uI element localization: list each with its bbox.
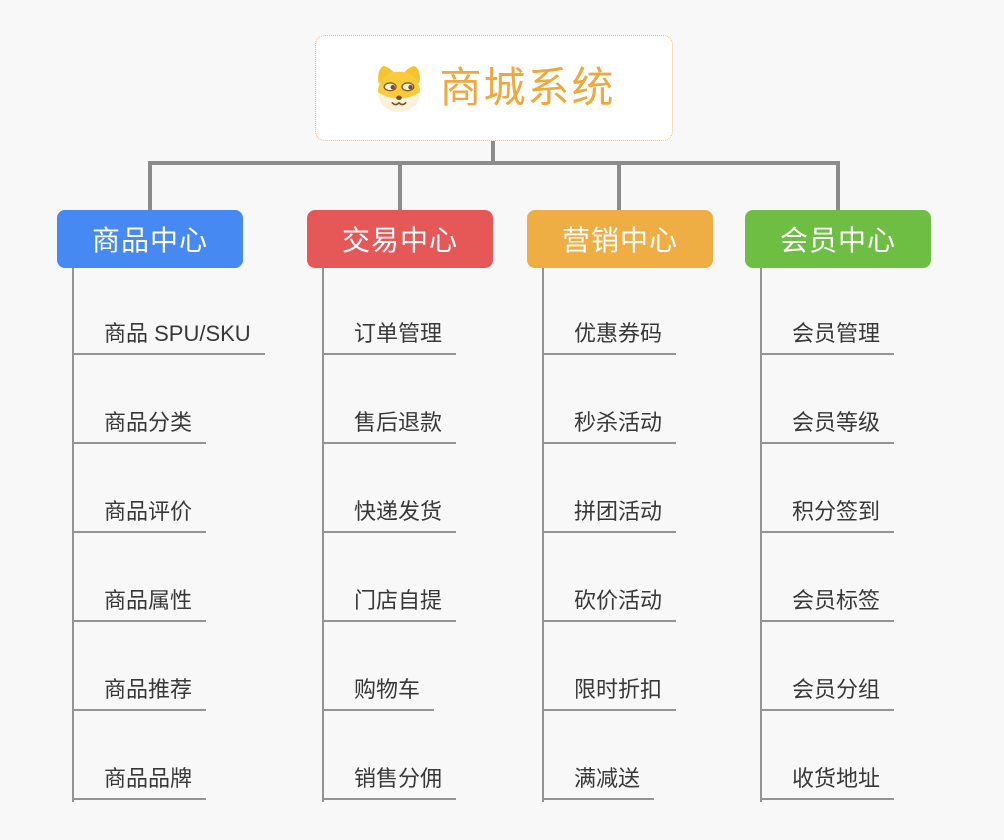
branch-node-product[interactable]: 商品中心 bbox=[57, 210, 243, 268]
child-node[interactable]: 商品属性 bbox=[72, 586, 207, 622]
shiba-dog-icon bbox=[378, 65, 421, 112]
connector-drop bbox=[398, 161, 402, 210]
child-node[interactable]: 限时折扣 bbox=[542, 675, 677, 711]
child-node[interactable]: 会员标签 bbox=[760, 586, 895, 622]
connector-drop bbox=[836, 161, 840, 210]
branch-trunk-line bbox=[322, 268, 324, 802]
branch-node-trade[interactable]: 交易中心 bbox=[307, 210, 493, 268]
branch-trunk-line bbox=[542, 268, 544, 802]
branch-node-member[interactable]: 会员中心 bbox=[745, 210, 931, 268]
branch-marketing: 营销中心 优惠券码 秒杀活动 拼团活动 砍价活动 限时折扣 满减送 bbox=[527, 210, 777, 820]
child-node[interactable]: 商品 SPU/SKU bbox=[72, 319, 265, 355]
root-title: 商城系统 bbox=[439, 64, 616, 111]
connector-drop bbox=[617, 161, 621, 210]
child-node[interactable]: 商品品牌 bbox=[72, 764, 207, 800]
child-node[interactable]: 会员管理 bbox=[760, 319, 895, 355]
child-node[interactable]: 积分签到 bbox=[760, 497, 895, 533]
child-node[interactable]: 会员分组 bbox=[760, 675, 895, 711]
child-node[interactable]: 购物车 bbox=[322, 675, 435, 711]
connector-drop bbox=[148, 161, 152, 210]
connector-bus bbox=[148, 161, 840, 165]
child-node[interactable]: 订单管理 bbox=[322, 319, 457, 355]
branch-node-marketing[interactable]: 营销中心 bbox=[527, 210, 713, 268]
child-node[interactable]: 满减送 bbox=[542, 764, 655, 800]
child-node[interactable]: 商品评价 bbox=[72, 497, 207, 533]
child-node[interactable]: 收货地址 bbox=[760, 764, 895, 800]
branch-trade: 交易中心 订单管理 售后退款 快递发货 门店自提 购物车 销售分佣 bbox=[307, 210, 557, 820]
root-node[interactable]: 商城系统 bbox=[315, 35, 673, 141]
child-node[interactable]: 售后退款 bbox=[322, 408, 457, 444]
branch-trunk-line bbox=[760, 268, 762, 802]
child-node[interactable]: 会员等级 bbox=[760, 408, 895, 444]
branch-member: 会员中心 会员管理 会员等级 积分签到 会员标签 会员分组 收货地址 bbox=[745, 210, 995, 820]
branch-product: 商品中心 商品 SPU/SKU 商品分类 商品评价 商品属性 商品推荐 商品品牌 bbox=[57, 210, 307, 820]
branch-trunk-line bbox=[72, 268, 74, 802]
child-node[interactable]: 优惠券码 bbox=[542, 319, 677, 355]
connector-root-stub bbox=[491, 140, 495, 163]
child-node[interactable]: 商品推荐 bbox=[72, 675, 207, 711]
child-node[interactable]: 秒杀活动 bbox=[542, 408, 677, 444]
child-node[interactable]: 快递发货 bbox=[322, 497, 457, 533]
child-node[interactable]: 砍价活动 bbox=[542, 586, 677, 622]
child-node[interactable]: 拼团活动 bbox=[542, 497, 677, 533]
child-node[interactable]: 销售分佣 bbox=[322, 764, 457, 800]
child-node[interactable]: 门店自提 bbox=[322, 586, 457, 622]
child-node[interactable]: 商品分类 bbox=[72, 408, 207, 444]
